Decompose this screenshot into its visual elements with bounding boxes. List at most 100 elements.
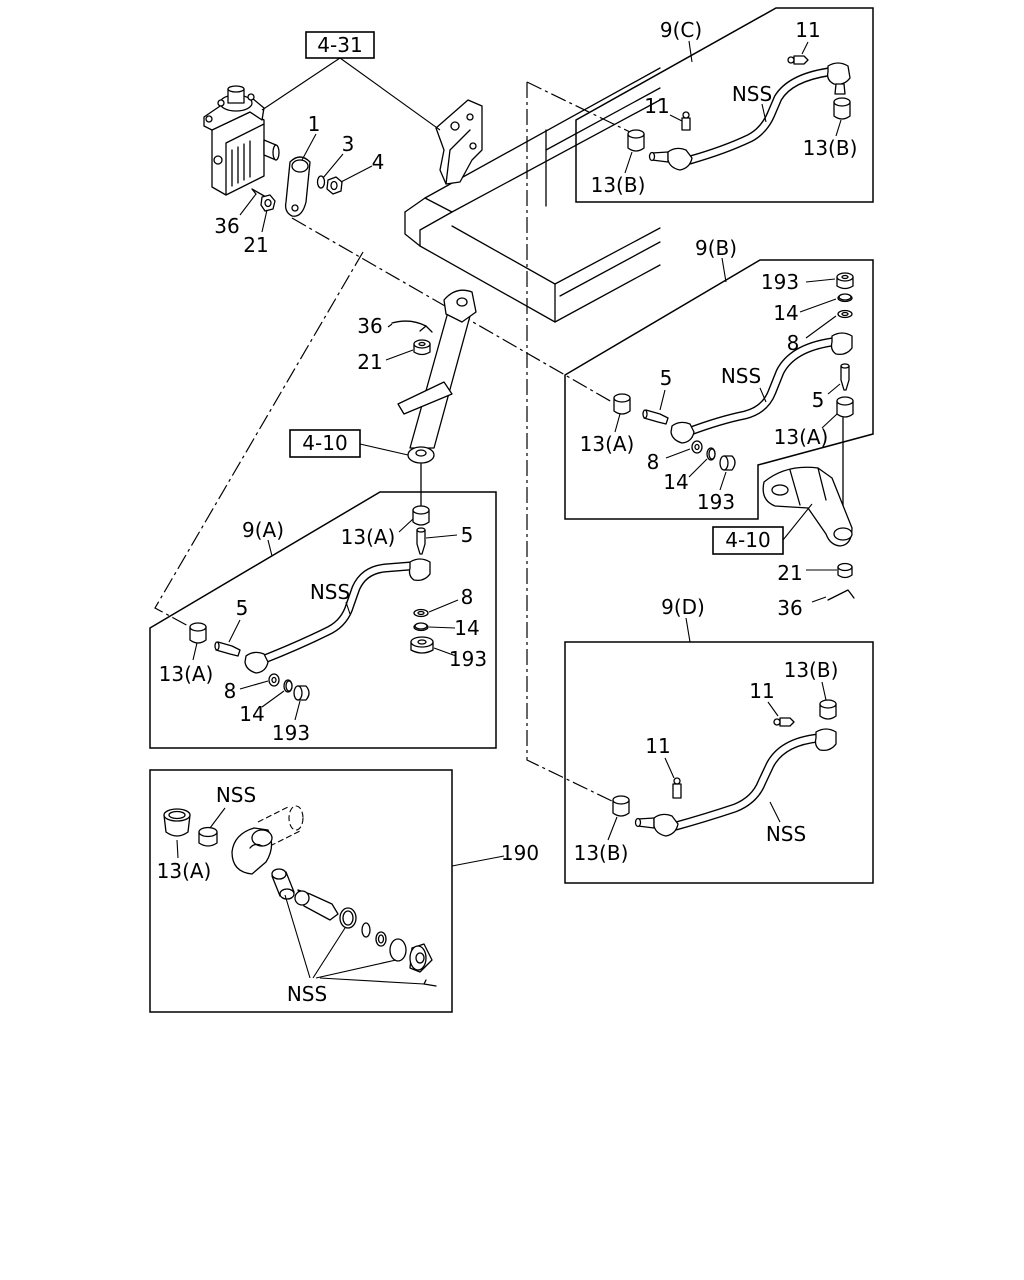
callout-nss: NSS bbox=[721, 364, 761, 388]
leader-line bbox=[359, 323, 414, 456]
callout-21: 21 bbox=[357, 350, 382, 374]
ball-stud-5 bbox=[642, 409, 669, 425]
group-title-9b: 9(B) bbox=[695, 236, 737, 260]
ref-4-10-label: 4-10 bbox=[725, 528, 770, 552]
tie-rod-9b bbox=[670, 332, 853, 444]
callout-13a: 13(A) bbox=[580, 432, 635, 456]
boot-13b bbox=[627, 129, 645, 152]
tie-rod-9d bbox=[634, 728, 837, 837]
washer-8 bbox=[691, 440, 703, 454]
callout-36: 36 bbox=[357, 314, 382, 338]
callout-11: 11 bbox=[749, 679, 774, 703]
tie-rod-9c bbox=[648, 62, 851, 171]
leader-line bbox=[192, 518, 459, 721]
callout-13b: 13(B) bbox=[803, 136, 858, 160]
ref-box-4-31 bbox=[305, 31, 375, 59]
nut-4 bbox=[326, 176, 343, 195]
callout-193: 193 bbox=[761, 270, 799, 294]
pitman-arm bbox=[284, 156, 311, 217]
callout-11: 11 bbox=[644, 94, 669, 118]
leader-line bbox=[176, 807, 505, 985]
ref-box-4-10 bbox=[712, 526, 784, 555]
idler-arm-right bbox=[762, 466, 853, 547]
callout-21: 21 bbox=[777, 561, 802, 585]
callout-13a: 13(A) bbox=[341, 525, 396, 549]
leader-line bbox=[614, 257, 841, 491]
steering-gear bbox=[203, 85, 280, 196]
idler-arm-center bbox=[397, 289, 477, 464]
group-box-9d bbox=[564, 641, 874, 884]
callout-193: 193 bbox=[697, 490, 735, 514]
castle-nut-193 bbox=[836, 272, 854, 290]
callout-4: 4 bbox=[372, 150, 385, 174]
boot-13b bbox=[819, 699, 837, 720]
leader-line bbox=[261, 57, 441, 131]
callout-13b: 13(B) bbox=[574, 841, 629, 865]
cotter-pin-36 bbox=[827, 589, 855, 601]
washer-14 bbox=[413, 622, 429, 632]
callout-36: 36 bbox=[777, 596, 802, 620]
callout-11: 11 bbox=[645, 734, 670, 758]
washer-8 bbox=[268, 673, 280, 687]
tie-rod-end-housing bbox=[231, 805, 304, 875]
group-box-9a bbox=[149, 491, 497, 749]
callout-3: 3 bbox=[342, 132, 355, 156]
boot-13a bbox=[836, 396, 854, 418]
callout-8: 8 bbox=[461, 585, 474, 609]
callout-8: 8 bbox=[787, 331, 800, 355]
callout-nss: NSS bbox=[216, 783, 256, 807]
castle-nut-193 bbox=[293, 685, 310, 701]
boot-13a bbox=[613, 393, 631, 415]
castle-nut-193 bbox=[410, 636, 434, 654]
castle-nut-193 bbox=[719, 455, 736, 471]
callout-5: 5 bbox=[660, 366, 673, 390]
callout-14: 14 bbox=[454, 616, 479, 640]
nut-21 bbox=[260, 194, 276, 212]
grease-nipple-11 bbox=[681, 111, 691, 131]
callout-1: 1 bbox=[308, 112, 321, 136]
cotter-pin-36 bbox=[251, 188, 267, 198]
callout-11: 11 bbox=[795, 18, 820, 42]
ring-nss bbox=[375, 931, 387, 947]
callout-8: 8 bbox=[647, 450, 660, 474]
ball-stud-nss bbox=[294, 889, 339, 921]
callout-8: 8 bbox=[224, 679, 237, 703]
callout-193: 193 bbox=[449, 647, 487, 671]
callout-13a: 13(A) bbox=[157, 859, 212, 883]
callout-14: 14 bbox=[239, 702, 264, 726]
callout-nss: NSS bbox=[287, 982, 327, 1006]
frame-rail bbox=[404, 67, 661, 323]
cotter-pin-36 bbox=[391, 320, 433, 333]
callout-nss: NSS bbox=[766, 822, 806, 846]
group-title-9a: 9(A) bbox=[242, 518, 284, 542]
ref-box-4-10 bbox=[289, 429, 361, 458]
group-title-9c: 9(C) bbox=[660, 18, 702, 42]
bushing-nss bbox=[198, 826, 218, 847]
ball-stud-5 bbox=[416, 527, 426, 555]
grease-nipple-11 bbox=[672, 777, 682, 799]
grease-nipple-11 bbox=[773, 717, 795, 727]
leader-line bbox=[624, 40, 842, 174]
ring-nss bbox=[339, 907, 357, 929]
nut-21 bbox=[837, 562, 853, 579]
washer-nss bbox=[361, 922, 371, 938]
leader-line bbox=[607, 617, 827, 841]
boot-13a bbox=[412, 505, 430, 526]
boot-13b bbox=[612, 795, 630, 817]
washer-3 bbox=[316, 175, 326, 189]
seal-nss bbox=[271, 868, 295, 900]
callout-nss: NSS bbox=[310, 580, 350, 604]
plug-nss bbox=[409, 943, 433, 973]
washer-8 bbox=[837, 309, 853, 319]
snap-ring-nss bbox=[389, 938, 407, 962]
leader-line bbox=[239, 133, 373, 233]
ball-stud-5 bbox=[214, 641, 241, 657]
ref-4-31-label: 4-31 bbox=[317, 33, 362, 57]
callout-14: 14 bbox=[773, 301, 798, 325]
callout-5: 5 bbox=[812, 388, 825, 412]
boot-13b bbox=[833, 97, 851, 120]
steering-bracket bbox=[435, 99, 483, 185]
callout-13a: 13(A) bbox=[159, 662, 214, 686]
callout-193: 193 bbox=[272, 721, 310, 745]
